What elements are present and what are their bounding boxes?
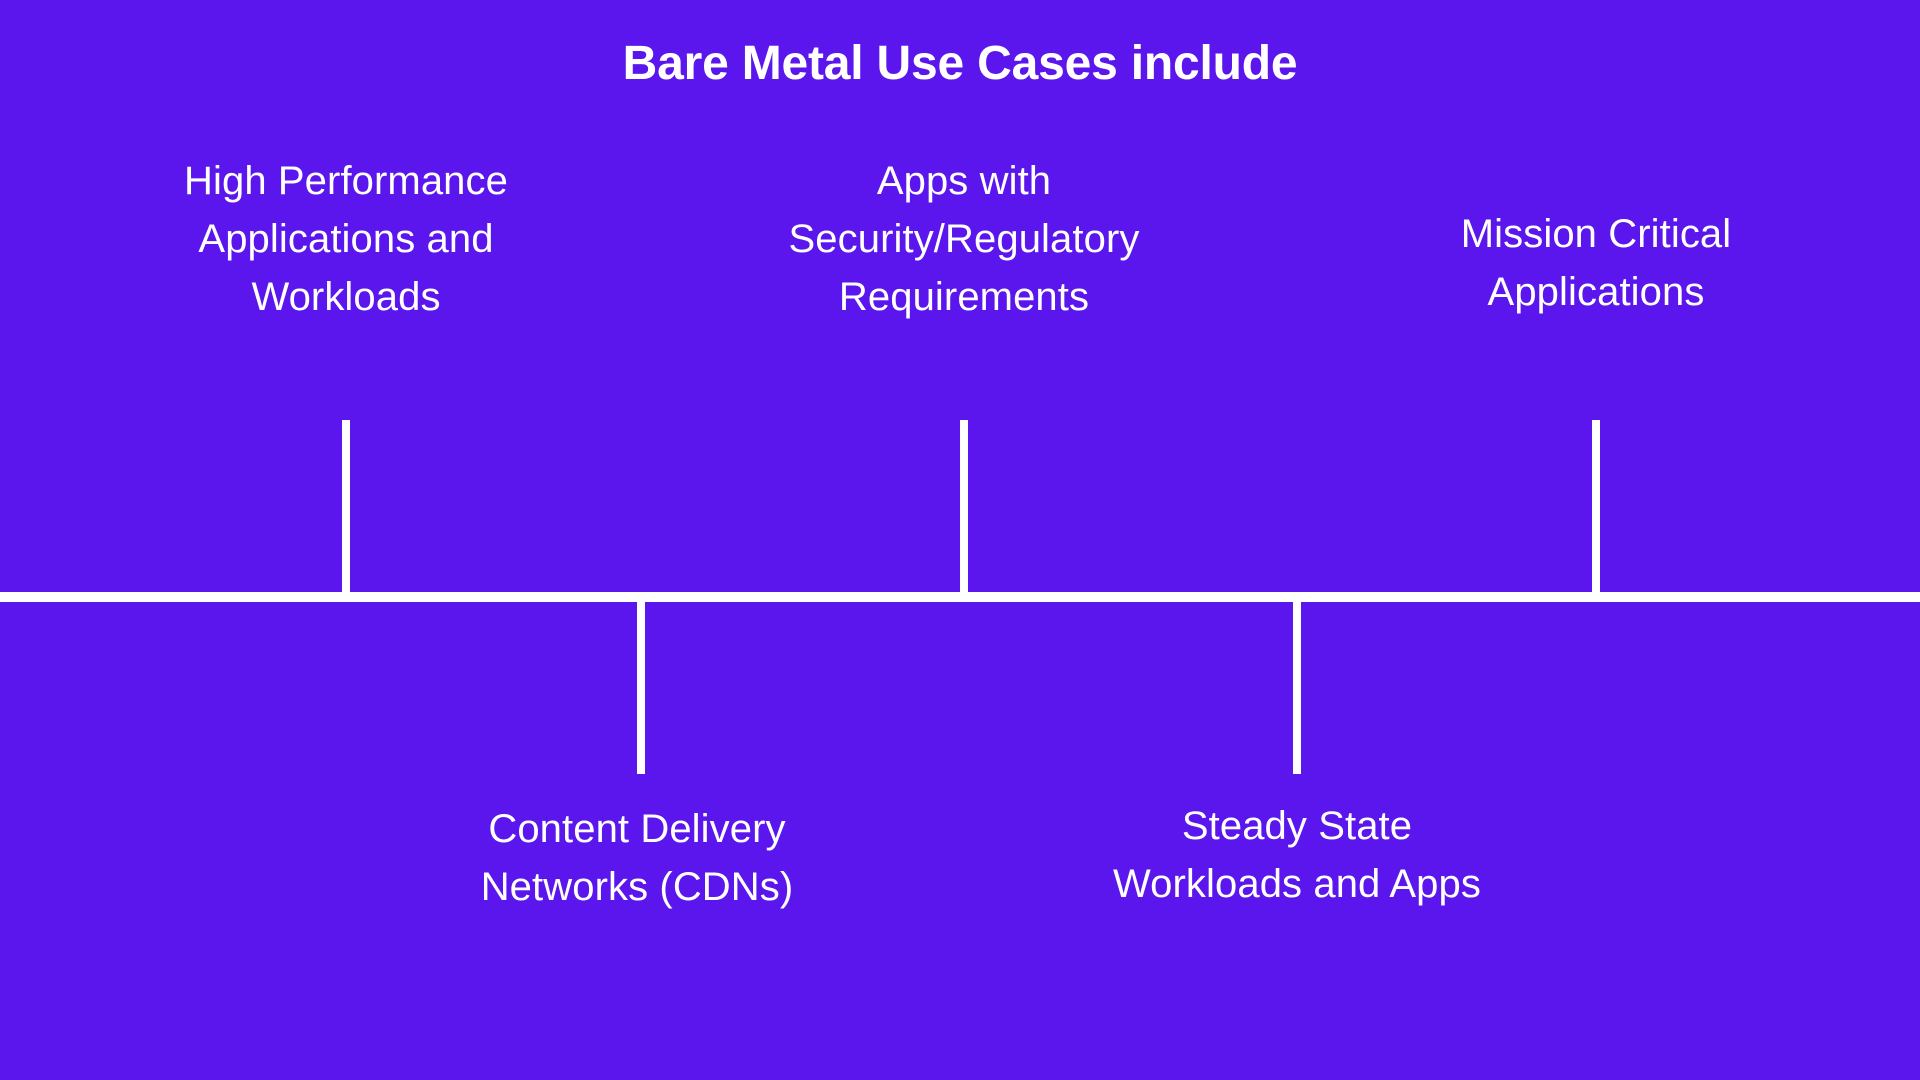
label-steady-state-line-2: Workloads and Apps [1113, 862, 1481, 906]
connector-tick-content-delivery-networks [637, 602, 645, 774]
connector-tick-high-performance [342, 420, 350, 592]
label-mission-critical: Mission Critical Applications [1296, 205, 1896, 321]
label-security-regulatory: Apps with Security/Regulatory Requiremen… [664, 152, 1264, 326]
label-steady-state-line-1: Steady State [1181, 804, 1413, 848]
timeline-axis [0, 592, 1920, 602]
label-steady-state: Steady State Workloads and Apps [997, 797, 1597, 913]
label-mission-critical-line-1: Mission Critical [1460, 212, 1732, 256]
label-security-regulatory-line-2: Security/Regulatory [788, 217, 1140, 261]
label-high-performance-line-1: High Performance [184, 159, 508, 203]
label-security-regulatory-line-3: Requirements [838, 275, 1090, 319]
label-content-delivery-networks-line-1: Content Delivery [488, 807, 786, 851]
label-content-delivery-networks: Content Delivery Networks (CDNs) [337, 800, 937, 916]
connector-tick-mission-critical [1592, 420, 1600, 592]
label-content-delivery-networks-line-2: Networks (CDNs) [480, 865, 794, 909]
label-high-performance-line-2: Applications and [198, 217, 494, 261]
label-high-performance: High Performance Applications and Worklo… [46, 152, 646, 326]
connector-tick-security-regulatory [960, 420, 968, 592]
label-high-performance-line-3: Workloads [251, 275, 441, 319]
label-security-regulatory-line-1: Apps with [876, 159, 1052, 203]
label-mission-critical-line-2: Applications [1487, 270, 1705, 314]
page-title: Bare Metal Use Cases include [622, 37, 1298, 90]
connector-tick-steady-state [1293, 602, 1301, 774]
